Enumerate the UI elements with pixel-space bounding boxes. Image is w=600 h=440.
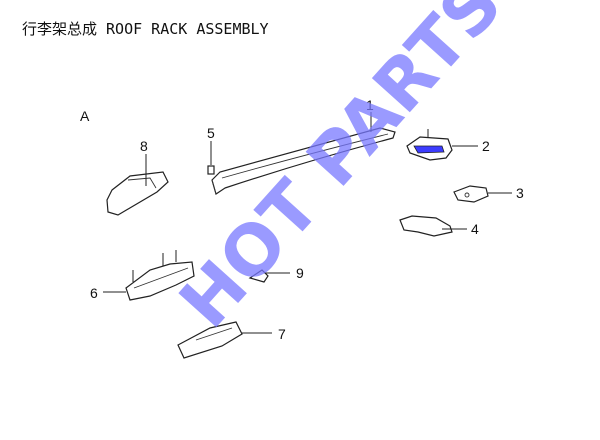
callout-1: 1 <box>366 97 374 113</box>
part-6-rear-bracket <box>103 250 195 301</box>
part-2-front-bracket <box>406 129 478 161</box>
part-4-curved-cover <box>399 215 467 237</box>
callout-6: 6 <box>90 285 98 301</box>
callout-9: 9 <box>296 265 304 281</box>
watermark-text: HOT PARTS <box>164 0 518 343</box>
part-1-roof-rail <box>211 112 396 195</box>
callout-5: 5 <box>207 125 215 141</box>
part-7-rear-end-cover <box>177 321 272 359</box>
part-3-small-bracket <box>453 185 512 203</box>
callout-8: 8 <box>140 138 148 154</box>
part-5-clip <box>207 141 215 175</box>
callout-3: 3 <box>516 185 524 201</box>
page-title: 行李架总成 ROOF RACK ASSEMBLY <box>22 20 269 38</box>
callout-2: 2 <box>482 138 490 154</box>
part-9-cap <box>248 269 290 283</box>
part-8-end-cover <box>106 154 169 216</box>
callout-7: 7 <box>278 326 286 342</box>
callout-4: 4 <box>471 221 479 237</box>
view-label: A <box>80 108 90 124</box>
